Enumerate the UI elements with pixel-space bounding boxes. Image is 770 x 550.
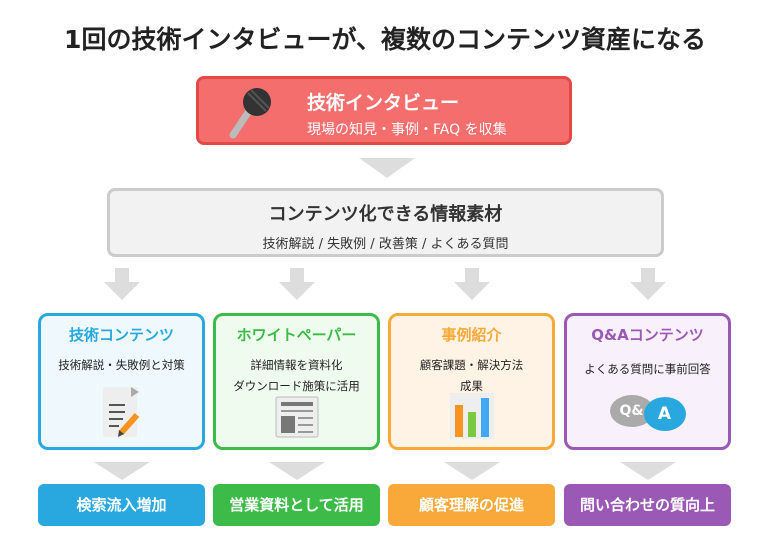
card-desc: 技術解説・失敗例と対策 <box>58 358 185 372</box>
document-edit-icon <box>102 387 139 437</box>
card-title: 事例紹介 <box>441 326 502 344</box>
card-title: ホワイトペーパー <box>236 326 357 344</box>
arrow-down-icon <box>104 268 140 300</box>
arrow-down-icon <box>444 462 500 480</box>
arrow-down-icon <box>359 158 415 178</box>
card-desc: よくある質問に事前回答 <box>584 362 711 376</box>
card-desc: 成果 <box>460 379 483 393</box>
arrow-down-icon <box>94 462 150 480</box>
result-sales-material: 営業資料として活用 <box>213 484 380 526</box>
microphone-icon <box>229 88 271 139</box>
arrow-down-icon <box>279 268 315 300</box>
materials-title: コンテンツ化できる情報素材 <box>268 204 503 225</box>
card-qa-content: Q&Aコンテンツ よくある質問に事前回答 Q& A <box>564 313 731 450</box>
card-whitepaper: ホワイトペーパー 詳細情報を資料化ダウンロード施策に活用 <box>213 313 380 450</box>
result-inquiry-quality: 問い合わせの質向上 <box>564 484 731 526</box>
arrow-down-icon <box>454 268 490 300</box>
source-subtitle: 現場の知見・事例・FAQ を収集 <box>307 122 507 138</box>
materials-subtitle: 技術解説 / 失敗例 / 改善策 / よくある質問 <box>262 237 509 252</box>
arrow-down-icon <box>630 268 666 300</box>
newspaper-icon <box>275 396 318 438</box>
card-desc: 顧客課題・解決方法 <box>419 358 524 372</box>
materials-box: コンテンツ化できる情報素材 技術解説 / 失敗例 / 改善策 / よくある質問 <box>107 188 664 257</box>
page-title: 1回の技術インタビューが、複数のコンテンツ資産になる <box>64 25 706 54</box>
source-box: 技術インタビュー 現場の知見・事例・FAQ を収集 <box>196 76 572 145</box>
arrow-down-icon <box>620 462 676 480</box>
card-desc: ダウンロード施策に活用 <box>233 379 360 393</box>
arrow-down-icon <box>269 462 325 480</box>
a-bubble: A <box>643 397 686 431</box>
result-search-traffic: 検索流入増加 <box>38 484 205 526</box>
card-title: 技術コンテンツ <box>68 326 174 344</box>
result-customer-understanding: 顧客理解の促進 <box>388 484 555 526</box>
source-title: 技術インタビュー <box>307 92 460 114</box>
qa-bubbles-icon: Q& A <box>606 393 690 433</box>
card-case-study: 事例紹介 顧客課題・解決方法成果 <box>388 313 555 450</box>
bar-chart-icon <box>449 393 494 439</box>
card-title: Q&Aコンテンツ <box>591 326 704 344</box>
card-desc: 詳細情報を資料化 <box>250 358 343 372</box>
card-tech-content: 技術コンテンツ 技術解説・失敗例と対策 <box>38 313 205 450</box>
